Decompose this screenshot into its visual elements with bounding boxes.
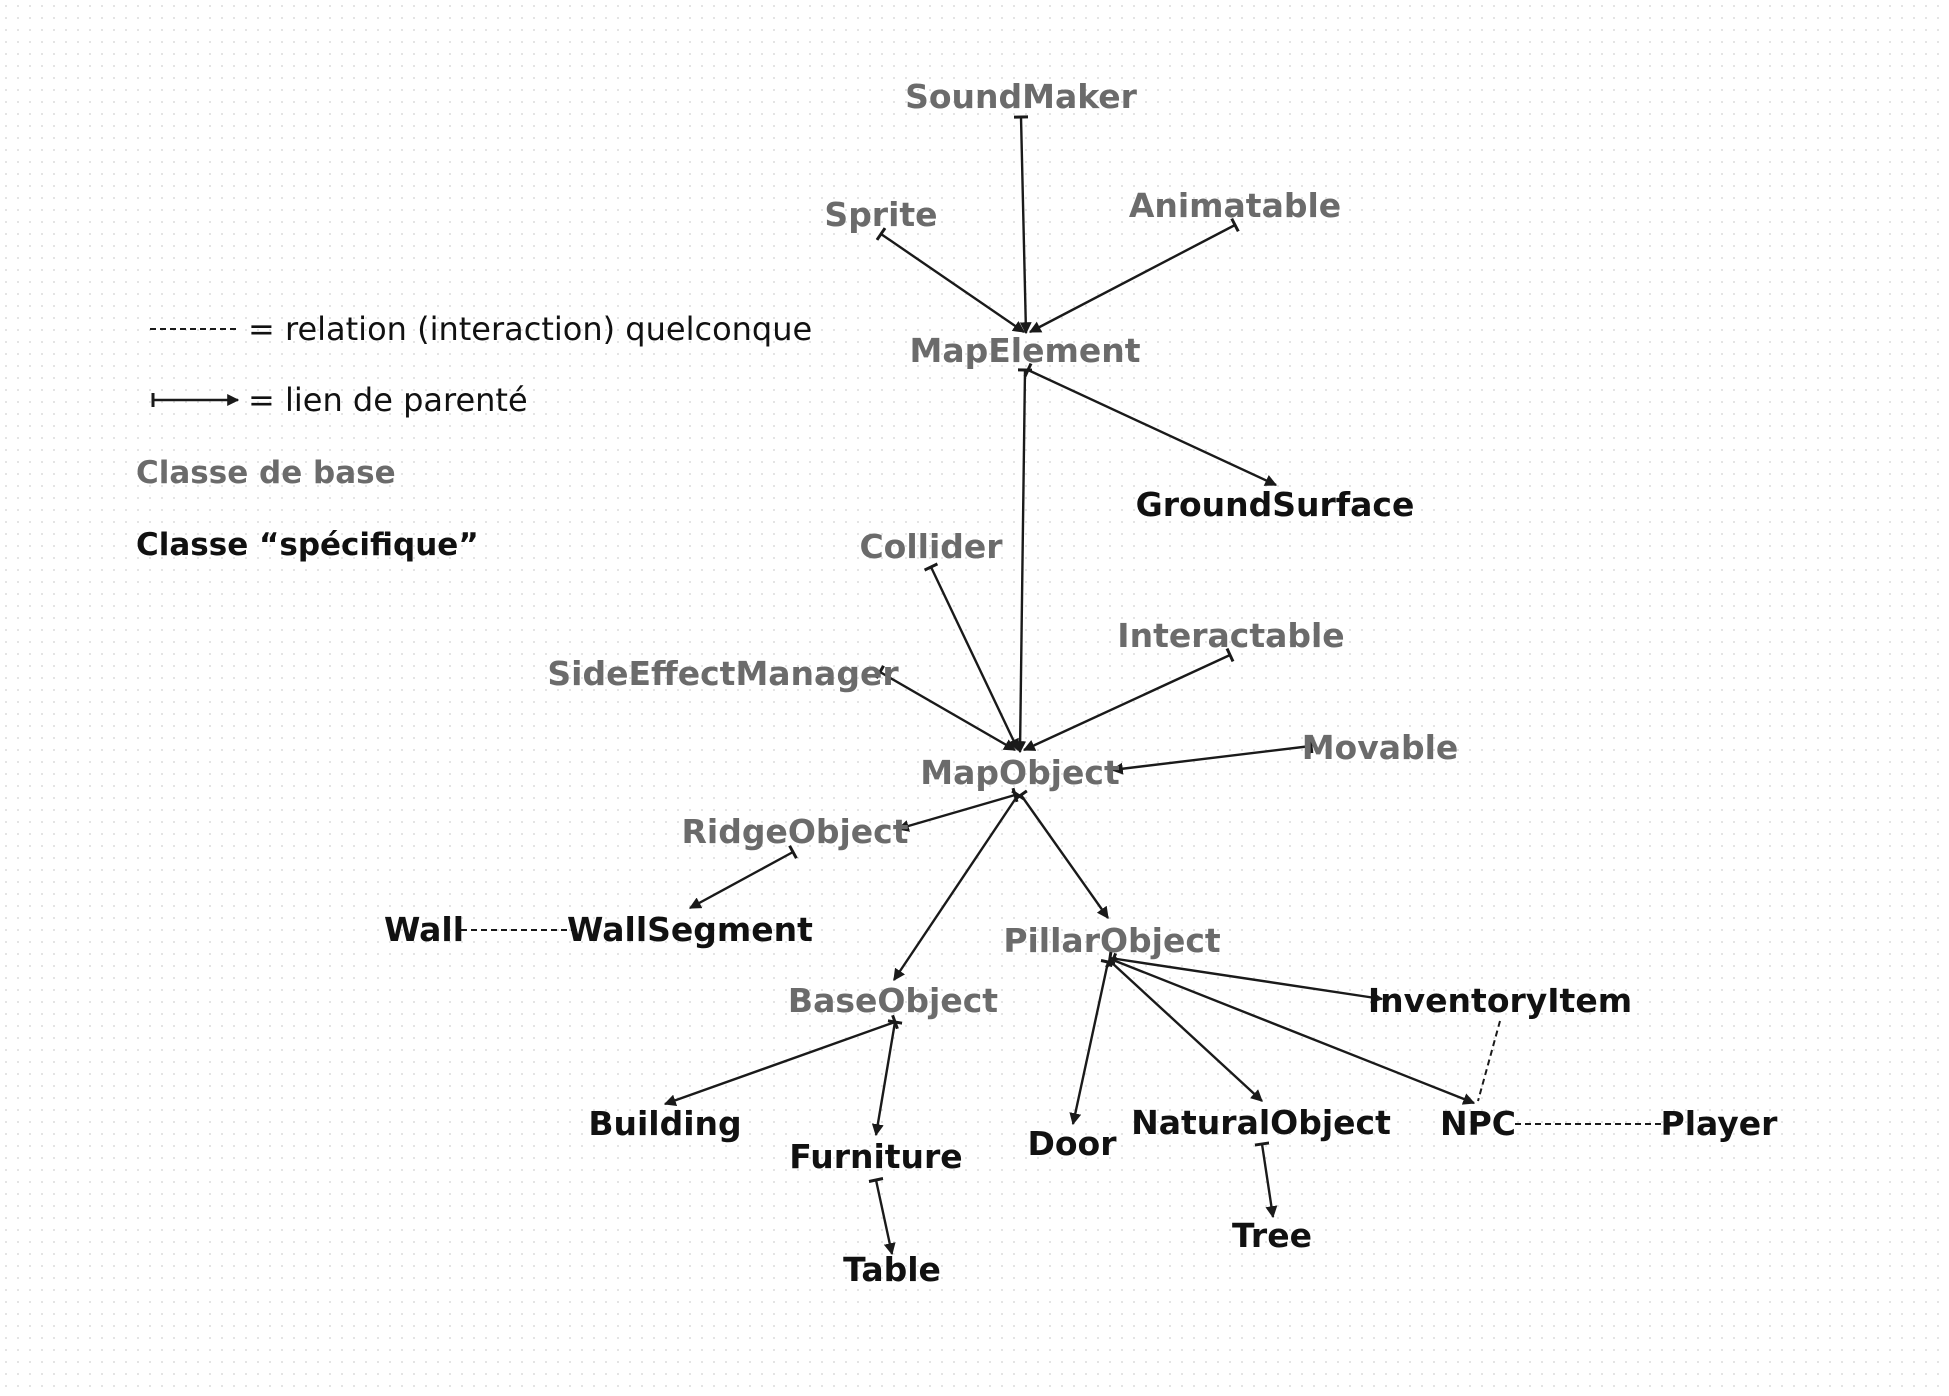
node-soundmaker: SoundMaker — [905, 77, 1138, 116]
node-wall: Wall — [384, 910, 464, 949]
edge-mapelement-soundmaker — [1013, 115, 1032, 335]
node-wallsegment: WallSegment — [567, 910, 813, 949]
node-collider: Collider — [859, 527, 1003, 566]
node-furniture: Furniture — [789, 1137, 962, 1176]
legend-parent-label: = lien de parenté — [248, 381, 528, 419]
node-player: Player — [1661, 1104, 1779, 1143]
edge-mapobject-interactable — [1022, 647, 1235, 752]
node-interactable: Interactable — [1117, 616, 1344, 655]
relation-edges — [461, 929, 1670, 1125]
edge-ridgeobject-wallsegment — [688, 844, 798, 910]
node-naturalobject: NaturalObject — [1131, 1103, 1391, 1142]
edge-naturalobject-tree — [1254, 1141, 1278, 1219]
edge-pillarobject-door — [1069, 959, 1116, 1126]
node-inventoryitem: InventoryItem — [1368, 981, 1632, 1020]
legend-base-class: Classe de base — [136, 455, 396, 491]
edge-pillarobject-inventoryitem — [1107, 950, 1384, 1004]
node-npc: NPC — [1440, 1104, 1516, 1143]
legend-relation-label: = relation (interaction) quelconque — [248, 310, 812, 348]
node-animatable: Animatable — [1129, 186, 1341, 225]
node-door: Door — [1027, 1124, 1117, 1163]
node-groundsurface: GroundSurface — [1136, 485, 1415, 524]
node-building: Building — [588, 1104, 741, 1143]
edge-mapelement-animatable — [1028, 217, 1240, 334]
inheritance-edges — [663, 115, 1476, 1256]
edge-mapelement-groundsurface — [1023, 362, 1278, 487]
relation-inventoryitem-npc — [1477, 1020, 1501, 1102]
edge-pillarobject-naturalobject — [1105, 955, 1263, 1102]
edge-mapobject-sideeffectmanager — [875, 665, 1017, 752]
edge-mapobject-collider — [923, 562, 1020, 752]
legend: = relation (interaction) quelconque = li… — [136, 310, 812, 563]
legend-specific-class: Classe “spécifique” — [136, 527, 479, 563]
node-mapelement: MapElement — [910, 331, 1141, 370]
edge-mapobject-movable — [1110, 738, 1314, 775]
edge-baseobject-building — [663, 1014, 899, 1107]
node-tree: Tree — [1232, 1216, 1312, 1255]
edge-mapelement-sprite — [875, 227, 1025, 333]
edge-mapobject-baseobject — [893, 789, 1025, 981]
edge-furniture-table — [868, 1177, 896, 1256]
nodes: SoundMaker Sprite Animatable MapElement … — [384, 77, 1778, 1289]
node-ridgeobject: RidgeObject — [681, 812, 908, 851]
edge-pillarobject-npc — [1108, 952, 1476, 1105]
node-sideeffectmanager: SideEffectManager — [547, 654, 899, 693]
node-sprite: Sprite — [824, 195, 937, 234]
node-movable: Movable — [1302, 728, 1459, 767]
node-table: Table — [843, 1250, 941, 1289]
node-mapobject: MapObject — [920, 753, 1120, 792]
edge-mapelement-mapobject — [1014, 368, 1033, 754]
node-baseobject: BaseObject — [788, 981, 998, 1020]
node-pillarobject: PillarObject — [1003, 921, 1221, 960]
edge-mapobject-pillarobject — [1014, 789, 1109, 919]
edge-baseobject-furniture — [871, 1019, 903, 1137]
